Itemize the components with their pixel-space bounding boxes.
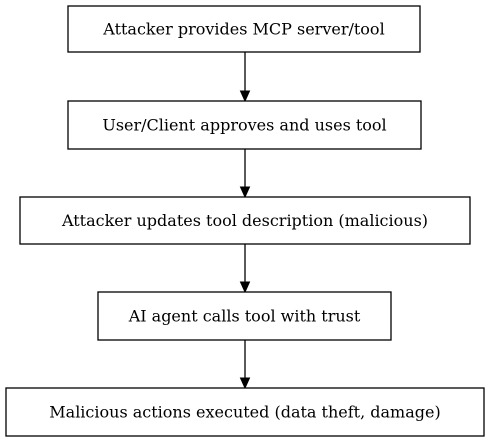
flow-edge-4 bbox=[239, 340, 251, 390]
flow-node-1: Attacker provides MCP server/tool bbox=[67, 5, 421, 53]
flow-node-label: Attacker updates tool description (malic… bbox=[61, 211, 428, 230]
flow-edge-3 bbox=[239, 244, 251, 294]
flow-node-5: Malicious actions executed (data theft, … bbox=[5, 387, 485, 437]
flow-node-box bbox=[67, 5, 421, 53]
arrowhead-icon bbox=[239, 281, 251, 294]
flow-node-label: Attacker provides MCP server/tool bbox=[102, 20, 384, 39]
flow-node-box bbox=[19, 196, 471, 245]
flow-node-box bbox=[97, 291, 392, 341]
flowchart-nodes: Attacker provides MCP server/toolUser/Cl… bbox=[5, 5, 485, 437]
flow-node-box bbox=[67, 100, 422, 150]
arrowhead-icon bbox=[239, 90, 251, 103]
flow-edge-2 bbox=[239, 149, 251, 199]
flow-node-3: Attacker updates tool description (malic… bbox=[19, 196, 471, 245]
flowchart-edges bbox=[239, 52, 251, 390]
flow-edge-1 bbox=[239, 52, 251, 103]
flow-node-label: Malicious actions executed (data theft, … bbox=[49, 403, 440, 422]
flow-node-label: AI agent calls tool with trust bbox=[128, 307, 361, 326]
flow-node-4: AI agent calls tool with trust bbox=[97, 291, 392, 341]
flow-node-2: User/Client approves and uses tool bbox=[67, 100, 422, 150]
arrowhead-icon bbox=[239, 377, 251, 390]
flow-node-label: User/Client approves and uses tool bbox=[102, 116, 386, 135]
flow-node-box bbox=[5, 387, 485, 437]
arrowhead-icon bbox=[239, 186, 251, 199]
